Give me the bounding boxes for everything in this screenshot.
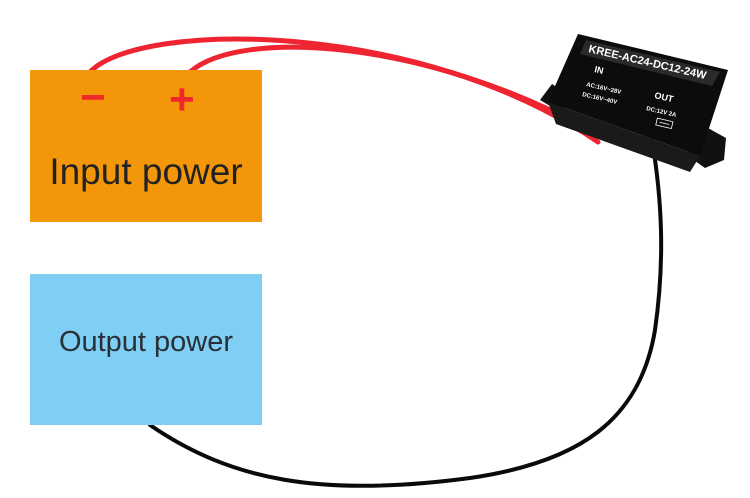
module-label-border	[580, 40, 720, 86]
output-power-box: Output power	[30, 274, 262, 425]
module-side-face	[548, 102, 700, 172]
input-power-box: Input power	[30, 70, 262, 222]
input-power-label: Input power	[49, 151, 243, 192]
module-dc-symbol-icon	[655, 117, 674, 130]
output-power-label: Output power	[58, 326, 234, 358]
red-wires	[87, 36, 607, 145]
positive-terminal-symbol: +	[169, 75, 195, 124]
negative-terminal-symbol: −	[80, 73, 106, 122]
module-in-label: IN	[594, 64, 605, 76]
black-wire	[148, 138, 664, 488]
module-out-label: OUT	[654, 90, 675, 104]
red-wire-positive	[187, 44, 607, 141]
